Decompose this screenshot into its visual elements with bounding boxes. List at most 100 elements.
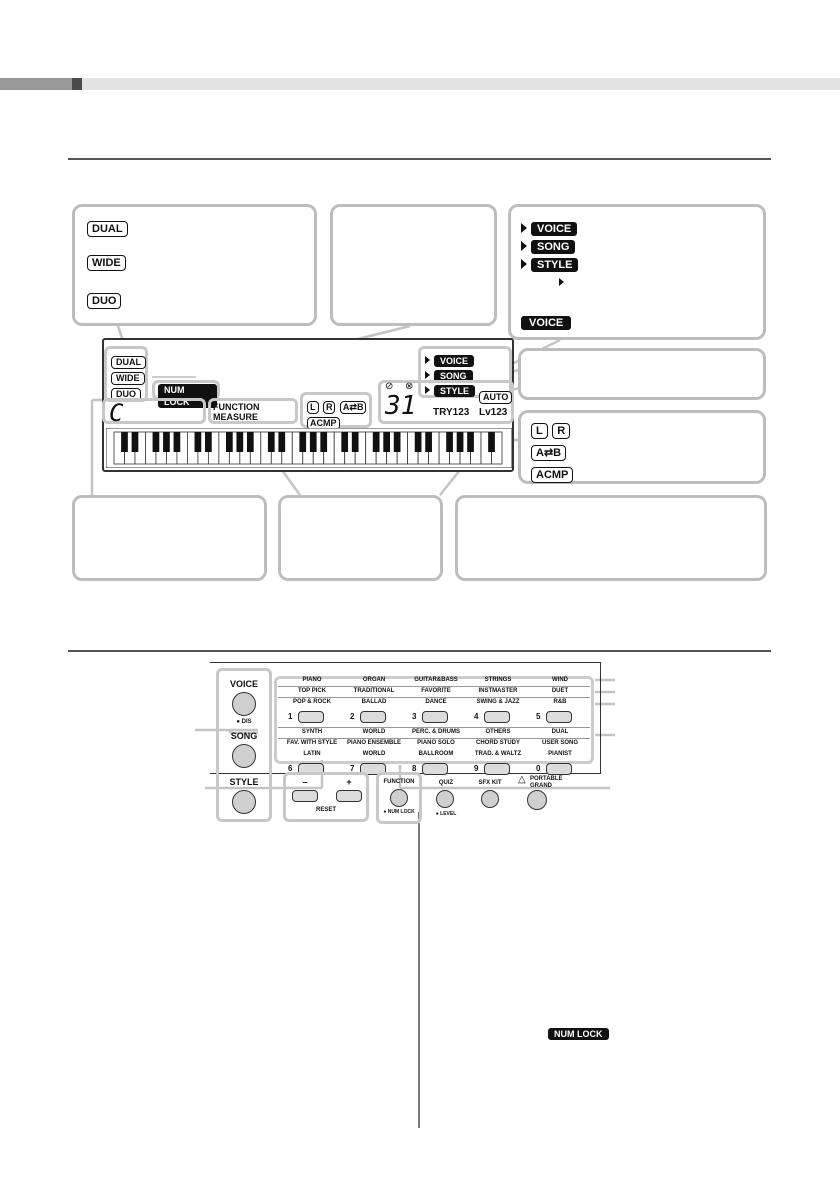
black-key — [173, 432, 181, 452]
number-label: 9 — [474, 764, 479, 773]
category-label: SWING & JAZZ — [476, 699, 520, 705]
level-label: Lv123 — [479, 407, 508, 418]
number-button-2[interactable] — [360, 711, 386, 723]
category-label: DUET — [551, 688, 569, 694]
number-button-9[interactable] — [484, 763, 510, 775]
section-rule-display — [68, 158, 771, 160]
black-key — [467, 432, 474, 452]
number-label: 7 — [350, 764, 355, 773]
num-lock-indicator: ● NUM LOCK — [383, 809, 415, 815]
style-button-label: STYLE — [229, 777, 259, 787]
callout-keyboard — [455, 495, 767, 581]
level-indicator: ● LEVEL — [435, 811, 457, 817]
category-label: DUAL — [551, 729, 569, 735]
black-key — [488, 432, 495, 452]
dual-label: DUAL — [111, 356, 146, 369]
num-lock-inline-label: NUM LOCK — [548, 1024, 609, 1042]
number-label: 8 — [412, 764, 417, 773]
segment-char: C — [109, 399, 124, 427]
song-button[interactable] — [232, 744, 256, 768]
category-label: PIANO SOLO — [417, 740, 455, 746]
black-key — [299, 432, 307, 452]
black-key — [425, 432, 432, 452]
black-key — [372, 432, 380, 452]
number-button-0[interactable] — [546, 763, 572, 775]
black-key — [351, 432, 359, 452]
voice-button[interactable] — [232, 692, 256, 716]
category-label: WIND — [552, 677, 568, 683]
black-key — [121, 432, 128, 452]
number-button-5[interactable] — [546, 711, 572, 723]
plus-button[interactable] — [336, 790, 362, 802]
black-key — [226, 432, 233, 452]
style-label: STYLE — [434, 385, 476, 397]
triangle-icon — [559, 277, 564, 286]
triangle-icon — [521, 258, 527, 269]
sfx-button[interactable] — [481, 790, 499, 808]
number-button-1[interactable] — [298, 711, 324, 723]
black-key — [194, 432, 202, 452]
function-button[interactable] — [390, 789, 408, 807]
triangle-icon — [521, 222, 527, 233]
category-label: USER SONG — [541, 740, 578, 746]
black-key — [309, 432, 317, 452]
minus-button[interactable] — [292, 790, 318, 802]
reset-label: RESET — [315, 807, 336, 813]
category-label: BALLAD — [361, 699, 387, 705]
category-label: DANCE — [425, 699, 447, 705]
category-label: STRINGS — [484, 677, 512, 683]
black-key — [205, 432, 212, 452]
number-label: 2 — [350, 712, 355, 721]
category-label: PIANO ENSEMBLE — [346, 740, 401, 746]
number-button-3[interactable] — [422, 711, 448, 723]
function-button-label: FUNCTION — [383, 779, 415, 785]
section-rule-panel — [68, 650, 771, 652]
header-bar — [0, 78, 840, 90]
number-button-8[interactable] — [422, 763, 448, 775]
number-button-4[interactable] — [484, 711, 510, 723]
quiz-button-label: QUIZ — [438, 780, 454, 786]
wide-label: WIDE — [87, 255, 126, 271]
black-key — [320, 432, 328, 452]
callout-segment-left — [72, 495, 267, 581]
callout-function-measure — [278, 495, 443, 581]
callout-number-display — [518, 348, 766, 400]
mode-button-group: VOICE ● DIS SONG STYLE — [216, 668, 272, 822]
mute-icon: ⊗ — [405, 381, 414, 392]
black-key — [414, 432, 422, 452]
segment-display-left: C — [102, 398, 206, 427]
black-key — [456, 432, 464, 452]
category-label: PIANO — [302, 677, 322, 683]
auto-label: AUTO — [479, 391, 513, 404]
voice-label: VOICE — [521, 316, 572, 330]
category-label: WORLD — [362, 751, 386, 757]
black-key — [341, 432, 349, 452]
black-key — [383, 432, 390, 452]
category-label: POP & ROCK — [293, 699, 331, 705]
function-measure-group: FUNCTION MEASURE — [208, 398, 298, 424]
black-key — [393, 432, 401, 452]
function-group: FUNCTION ● NUM LOCK — [376, 772, 422, 824]
black-key — [236, 432, 244, 452]
number-label: 4 — [474, 712, 479, 721]
category-label: FAV. WITH STYLE — [286, 740, 338, 746]
triangle-icon — [521, 240, 527, 251]
black-key — [163, 432, 170, 452]
black-key — [278, 432, 286, 452]
category-label: FAVORITE — [421, 688, 451, 694]
portable-grand-button[interactable] — [527, 790, 547, 810]
black-key — [267, 432, 275, 452]
category-label: WORLD — [362, 729, 386, 735]
quiz-button[interactable] — [436, 790, 454, 808]
number-label: 1 — [288, 712, 293, 721]
style-label: STYLE — [531, 258, 579, 272]
number-label: 6 — [288, 764, 293, 773]
r-label: R — [552, 423, 571, 439]
category-label: TRADITIONAL — [353, 688, 395, 694]
song-label: SONG — [434, 370, 473, 382]
plus-label: + — [346, 777, 352, 787]
style-button[interactable] — [232, 790, 256, 814]
keyboard-graphic — [106, 428, 512, 468]
part-indicator-group: L R A⇄B ACMP — [300, 392, 372, 430]
